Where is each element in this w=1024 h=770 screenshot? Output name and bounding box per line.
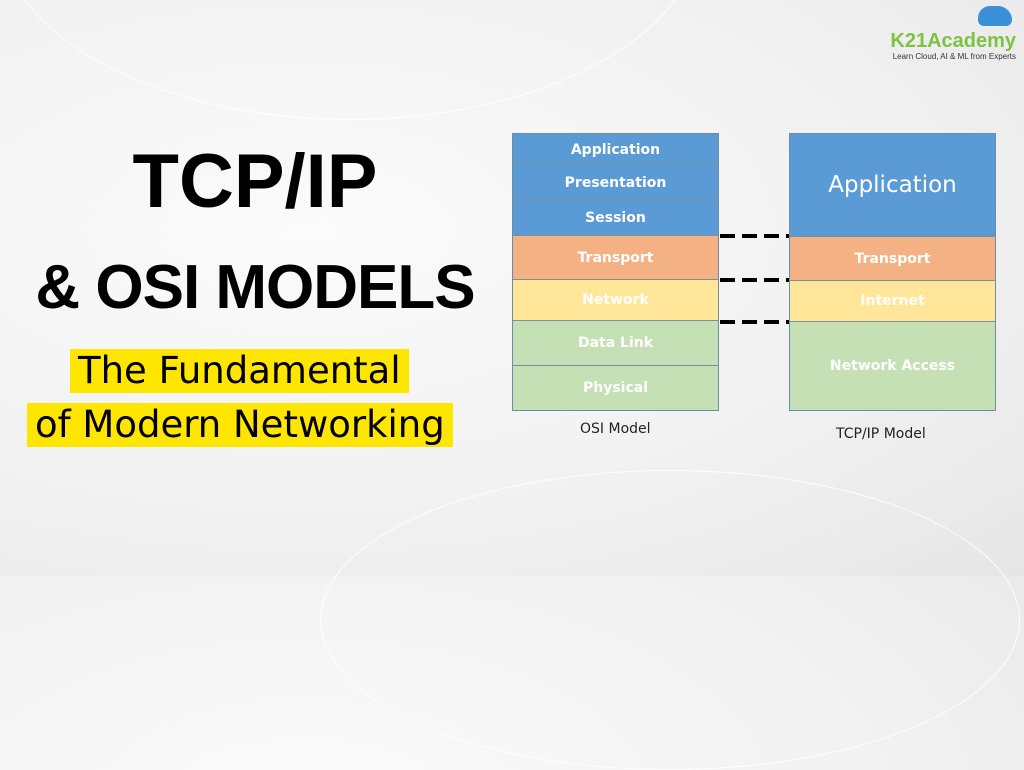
osi-layer-session: Session — [513, 201, 718, 236]
osi-layer-application: Application — [513, 134, 718, 166]
osi-layer-presentation: Presentation — [513, 166, 718, 201]
background-wave — [320, 470, 1020, 770]
subtitle-line-2: of Modern Networking — [27, 403, 453, 447]
tcpip-layer-internet: Internet — [790, 281, 995, 322]
logo-tagline: Learn Cloud, AI & ML from Experts — [892, 52, 1016, 61]
logo-name: K21Academy — [890, 30, 1016, 52]
osi-caption: OSI Model — [580, 421, 651, 437]
osi-layer-physical: Physical — [513, 366, 718, 410]
title-line-2: & OSI MODELS — [35, 253, 475, 322]
tcpip-layer-application: Application — [790, 134, 995, 237]
tcpip-layer-network-access: Network Access — [790, 322, 995, 410]
osi-layer-data-link: Data Link — [513, 321, 718, 366]
tcpip-layer-transport: Transport — [790, 237, 995, 281]
mapping-dash-network — [720, 278, 789, 282]
tcpip-model-stack: Application Transport Internet Network A… — [789, 133, 996, 411]
osi-model-stack: Application Presentation Session Transpo… — [512, 133, 719, 411]
subtitle-line-1: The Fundamental — [70, 349, 409, 393]
tcpip-caption: TCP/IP Model — [836, 426, 926, 442]
logo: K21Academy Learn Cloud, AI & ML from Exp… — [890, 30, 1016, 62]
mapping-dash-data-link — [720, 320, 789, 324]
title-line-1: TCP/IP — [132, 139, 378, 224]
mapping-dash-transport — [720, 234, 789, 238]
osi-layer-network: Network — [513, 280, 718, 321]
osi-layer-transport: Transport — [513, 236, 718, 280]
background-wave — [0, 0, 700, 120]
cloud-icon — [978, 6, 1012, 26]
